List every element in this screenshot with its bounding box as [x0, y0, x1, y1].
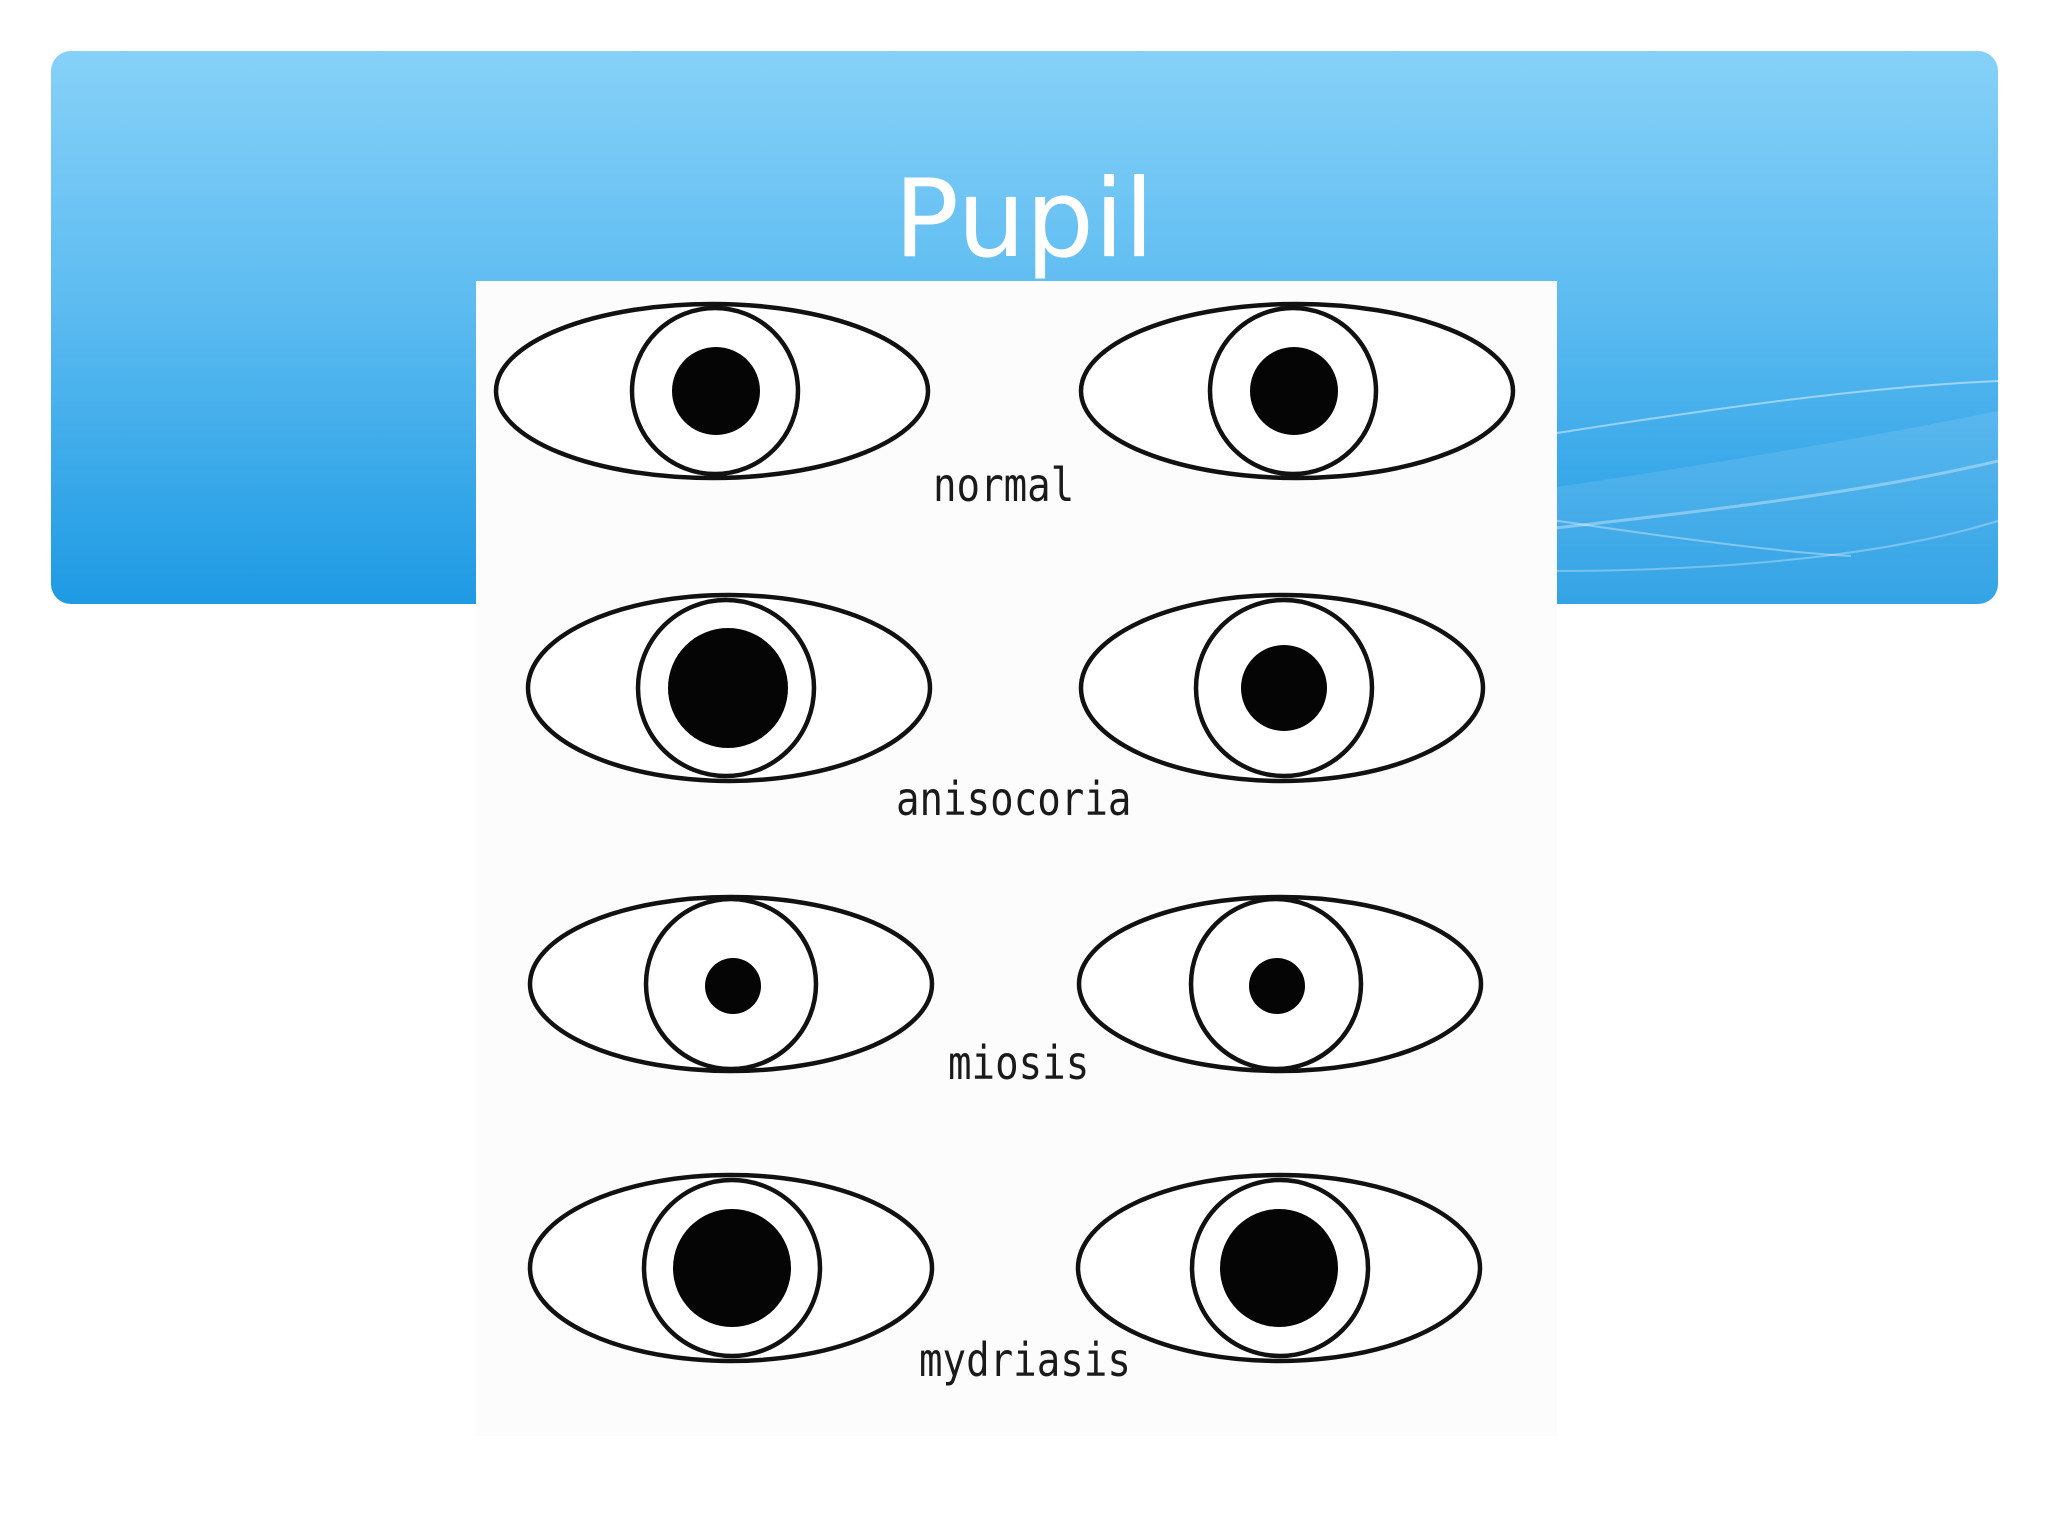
label-anisocoria: anisocoria [896, 772, 1132, 826]
eye-pair-mydriasis [527, 1172, 1483, 1364]
label-mydriasis: mydriasis [919, 1333, 1131, 1387]
right-eye-icon [1076, 894, 1484, 1074]
label-miosis: miosis [948, 1036, 1090, 1090]
right-eye-icon [1075, 1172, 1483, 1364]
slide-title: Pupil [893, 157, 1155, 282]
pupil-diagram-drawing [493, 301, 1516, 1364]
left-eye-icon [527, 1172, 935, 1364]
left-eye-icon [493, 301, 931, 481]
eye-pair-miosis [527, 894, 1484, 1074]
pupil-diagram: normal anisocoria miosis mydriasis [476, 281, 1557, 1436]
eye-pair-normal [493, 301, 1516, 481]
eye-pair-anisocoria [525, 592, 1486, 784]
left-eye-icon [527, 894, 935, 1074]
label-normal: normal [933, 458, 1075, 512]
right-eye-icon [1078, 301, 1516, 481]
left-eye-icon [525, 592, 933, 784]
right-eye-icon [1078, 592, 1486, 784]
